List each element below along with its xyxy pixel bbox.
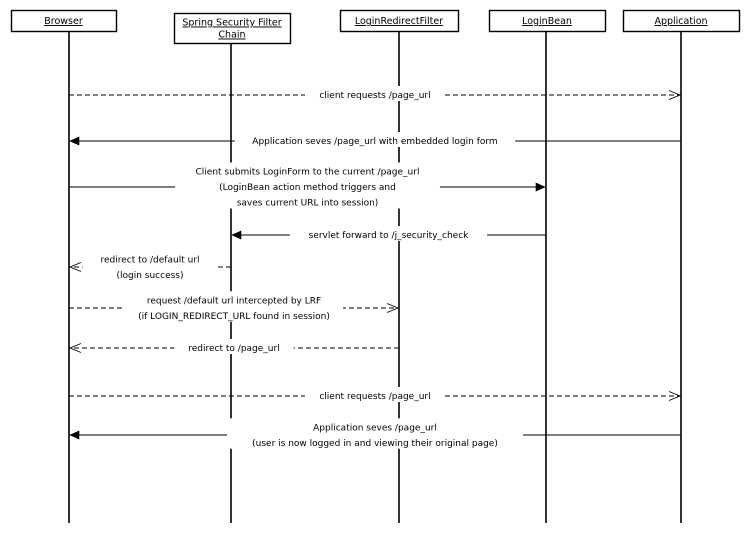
filled-arrowhead xyxy=(69,430,80,440)
message-6: request /default url intercepted by LRF (… xyxy=(69,291,400,322)
participant-box xyxy=(10,9,118,33)
message-label: Client submits LoginForm to the current … xyxy=(196,168,420,178)
participant-label: LoginBean xyxy=(522,16,572,27)
participant-box xyxy=(339,9,460,33)
message-8: client requests /page_url xyxy=(69,387,682,402)
message-label-bg xyxy=(305,86,445,101)
message-label: Application seves /page_url xyxy=(313,423,437,433)
message-label: Application seves /page_url with embedde… xyxy=(252,137,497,147)
message-label: redirect to /page_url xyxy=(188,344,279,354)
message-label: saves current URL into session) xyxy=(237,199,379,209)
participant-lrf: LoginRedirectFilter xyxy=(339,9,460,33)
open-arrowhead xyxy=(386,303,400,313)
message-3: Client submits LoginForm to the current … xyxy=(69,162,546,209)
message-label: (LoginBean action method triggers and xyxy=(219,183,396,193)
lifelines xyxy=(68,31,682,523)
message-label-bg xyxy=(125,291,343,322)
participant-label: Chain xyxy=(218,30,245,41)
open-arrowhead xyxy=(668,391,682,401)
participant-box xyxy=(488,9,607,33)
message-4: servlet forward to /j_security_check xyxy=(231,226,546,241)
open-arrowhead xyxy=(68,262,82,272)
message-label: redirect to /default url xyxy=(101,255,200,265)
message-label-bg xyxy=(227,418,523,449)
participant-label: Browser xyxy=(44,16,83,27)
message-label: (if LOGIN_REDIRECT_URL found in session) xyxy=(138,312,330,322)
message-2: Application seves /page_url with embedde… xyxy=(69,132,681,147)
message-label-bg xyxy=(175,162,440,209)
message-label-bg xyxy=(174,339,294,354)
participant-box xyxy=(173,12,292,45)
message-label: request /default url intercepted by LRF xyxy=(147,296,321,306)
participant-label: Spring Security Filter xyxy=(182,18,281,29)
participant-loginbean: LoginBean xyxy=(488,9,607,33)
message-label: (user is now logged in and viewing their… xyxy=(252,439,498,449)
participant-box xyxy=(622,9,741,33)
message-label: (login success) xyxy=(116,271,183,281)
message-label: client requests /page_url xyxy=(319,392,430,402)
filled-arrowhead xyxy=(535,182,546,192)
message-5: redirect to /default url (login success) xyxy=(68,250,231,281)
participant-application: Application xyxy=(622,9,741,33)
message-label-bg xyxy=(234,132,516,147)
message-label-bg xyxy=(305,387,445,402)
message-7: redirect to /page_url xyxy=(68,339,399,354)
filled-arrowhead xyxy=(69,136,80,146)
message-label: servlet forward to /j_security_check xyxy=(309,231,470,241)
participant-browser: Browser xyxy=(10,9,118,33)
message-label: client requests /page_url xyxy=(319,91,430,101)
message-9: Application seves /page_url (user is now … xyxy=(69,418,681,449)
open-arrowhead xyxy=(668,90,682,100)
message-1: client requests /page_url xyxy=(69,86,682,101)
open-arrowhead xyxy=(68,343,82,353)
participant-label: Application xyxy=(654,16,707,27)
message-label-bg xyxy=(82,250,218,281)
filled-arrowhead xyxy=(231,230,242,240)
participant-label: LoginRedirectFilter xyxy=(355,16,443,27)
message-label-bg xyxy=(289,226,488,241)
